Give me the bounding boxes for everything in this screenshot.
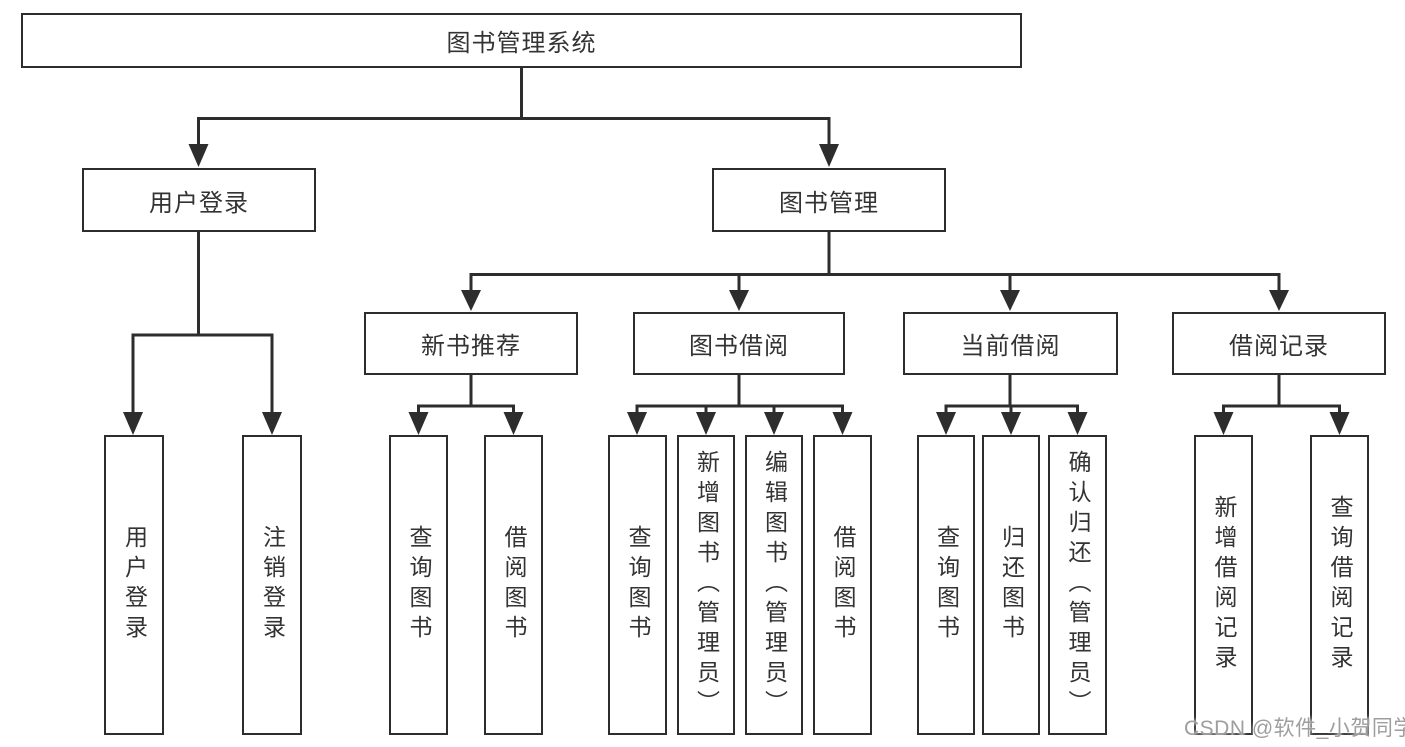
arrowhead-down: [1067, 412, 1088, 435]
leaf-label: 新增图书（管理员）: [693, 450, 720, 720]
leaf-edit-book-admin: 编辑图书（管理员）: [745, 435, 803, 735]
leaf-user-login: 用户登录: [104, 435, 164, 735]
arrowhead-down: [461, 290, 481, 311]
leaf-label: 借阅图书: [830, 525, 856, 645]
node-book-borrowing: 图书借阅: [633, 312, 845, 375]
leaf-query-books-borrow: 查询图书: [608, 435, 667, 735]
leaf-label: 借阅图书: [501, 525, 527, 645]
arrowhead-down: [503, 412, 524, 435]
leaf-label: 查询图书: [625, 525, 651, 645]
node-new-book-recommendation: 新书推荐: [364, 312, 578, 375]
node-label: 借阅记录: [1229, 333, 1329, 360]
arrowhead-down: [262, 412, 282, 435]
leaf-query-books-recommend: 查询图书: [389, 435, 448, 735]
leaf-label: 用户登录: [121, 525, 148, 645]
leaf-add-borrow-record: 新增借阅记录: [1194, 435, 1253, 735]
node-label: 当前借阅: [960, 333, 1061, 360]
node-book-management: 图书管理: [712, 168, 946, 232]
node-user-login: 用户登录: [82, 168, 316, 232]
leaf-add-book-admin: 新增图书（管理员）: [677, 435, 735, 735]
arrowhead-down: [696, 412, 716, 435]
leaf-logout: 注销登录: [242, 435, 302, 735]
arrowhead-down: [123, 412, 143, 435]
arrowhead-down: [627, 412, 647, 435]
leaf-label: 归还图书: [998, 525, 1025, 645]
arrowhead-down: [408, 412, 429, 435]
arrowhead-down: [729, 290, 749, 311]
arrowhead-down: [1001, 412, 1021, 435]
watermark-text: CSDN @软件_小贺同学: [1184, 717, 1405, 740]
arrowhead-down: [764, 412, 784, 435]
arrowhead-down: [188, 144, 209, 167]
leaf-label: 确认归还（管理员）: [1065, 450, 1091, 720]
node-user-login-label: 用户登录: [149, 189, 249, 217]
leaf-label: 查询借阅记录: [1327, 495, 1353, 675]
leaf-query-books-current: 查询图书: [917, 435, 975, 735]
leaf-label: 编辑图书（管理员）: [761, 450, 788, 720]
arrowhead-down: [936, 412, 956, 435]
node-current-borrowing: 当前借阅: [903, 312, 1118, 375]
leaf-label: 查询图书: [933, 525, 960, 645]
node-borrowing-records: 借阅记录: [1172, 312, 1386, 375]
arrowhead-down: [1000, 290, 1020, 311]
node-root-label: 图书管理系统: [446, 30, 597, 57]
node-root: 图书管理系统: [21, 13, 1022, 68]
node-label: 新书推荐: [421, 333, 521, 360]
leaf-borrow-books-borrow: 借阅图书: [813, 435, 872, 735]
leaf-return-book: 归还图书: [982, 435, 1040, 735]
node-book-management-label: 图书管理: [779, 189, 879, 217]
arrowhead-down: [832, 412, 853, 435]
arrowhead-down: [819, 144, 839, 167]
leaf-query-borrow-record: 查询借阅记录: [1310, 435, 1369, 735]
leaf-label: 注销登录: [259, 525, 286, 645]
arrowhead-down: [1329, 412, 1350, 435]
leaf-borrow-books-recommend: 借阅图书: [484, 435, 543, 735]
arrowhead-down: [1269, 290, 1289, 311]
arrowhead-down: [1213, 412, 1234, 435]
leaf-label: 新增借阅记录: [1211, 495, 1237, 675]
node-label: 图书借阅: [689, 333, 789, 360]
leaf-label: 查询图书: [406, 525, 432, 645]
leaf-confirm-return-admin: 确认归还（管理员）: [1048, 435, 1107, 735]
